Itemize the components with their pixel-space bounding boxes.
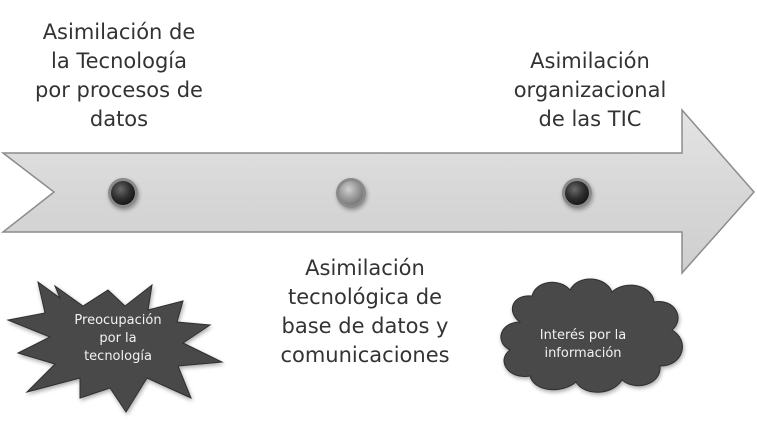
stage-1-label: Asimilación de la Tecnología por proceso… (14, 18, 224, 134)
stage-3-label: Asimilación organizacional de las TIC (490, 47, 690, 134)
stage-1-label-line: la Tecnología (51, 49, 187, 73)
timeline-arrow (0, 108, 756, 275)
cloud-line: información (544, 346, 622, 361)
star-burst-shape (6, 280, 224, 413)
stage-2-label-line: comunicaciones (280, 343, 450, 367)
stage-1-marker (108, 178, 138, 208)
stage-3-label-line: organizacional (513, 78, 667, 102)
stage-3-label-line: Asimilación (530, 49, 650, 73)
star-burst-line: Preocupación (74, 313, 162, 328)
cloud-shape (500, 278, 683, 393)
star-burst-line: por la (99, 331, 137, 346)
stage-1-label-line: por procesos de (35, 78, 203, 102)
stage-1-label-line: datos (89, 107, 149, 131)
stage-2-label-line: base de datos y (281, 314, 449, 338)
star-burst-line: tecnología (84, 349, 152, 364)
cloud-line: Interés por la (539, 328, 627, 343)
stage-2-label-line: tecnológica de (287, 285, 443, 309)
stage-2-label: Asimilación tecnológica de base de datos… (250, 254, 480, 370)
cloud-text: Interés por la información (518, 327, 648, 363)
stage-3-label-line: de las TIC (538, 107, 642, 131)
star-burst-text: Preocupación por la tecnología (58, 312, 178, 366)
stage-2-marker (336, 178, 366, 208)
stage-2-label-line: Asimilación (305, 256, 425, 280)
stage-3-marker (562, 178, 592, 208)
stage-1-label-line: Asimilación de (42, 20, 196, 44)
